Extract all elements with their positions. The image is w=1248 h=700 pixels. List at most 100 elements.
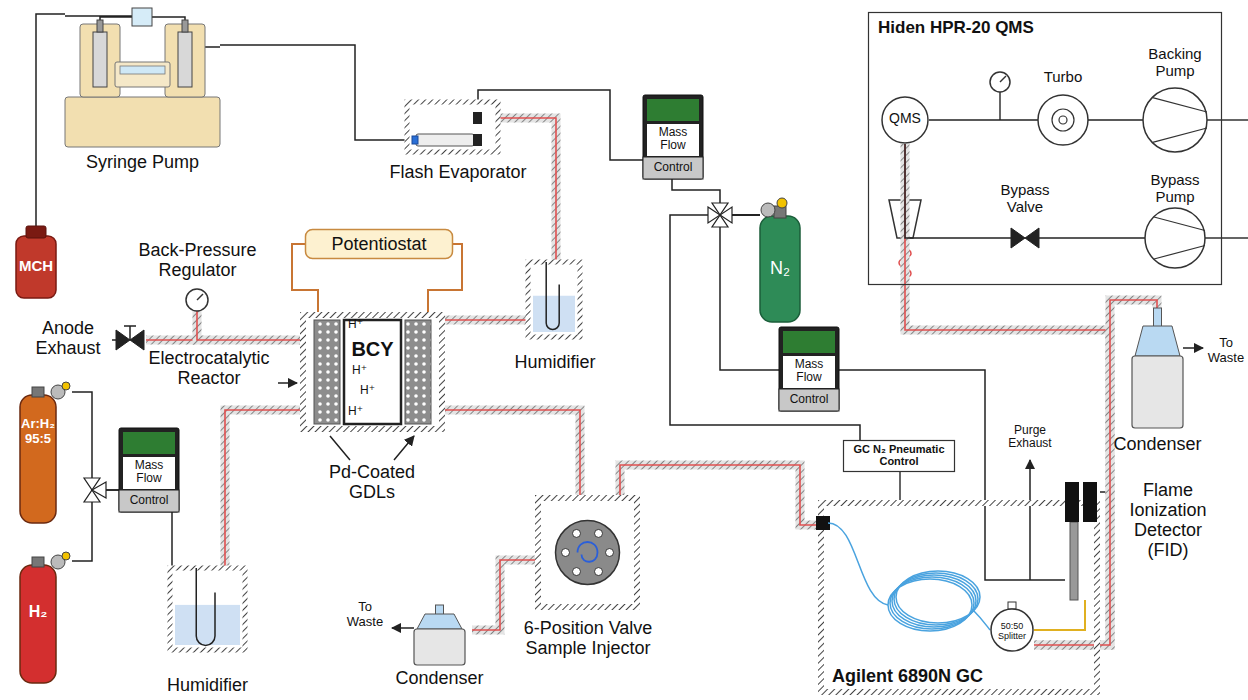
bottle-cap bbox=[26, 226, 46, 238]
pipe-connector bbox=[905, 144, 1110, 645]
node-label: Mass Flow bbox=[123, 459, 175, 486]
pipe-line bbox=[620, 465, 818, 525]
equipment-node: Condenser bbox=[392, 600, 487, 692]
pipe-line bbox=[445, 410, 580, 495]
pump-tower bbox=[165, 24, 205, 97]
node-label: Mass Flow bbox=[783, 358, 835, 385]
pipe-line bbox=[445, 316, 528, 325]
pump-tower bbox=[80, 24, 120, 97]
node-label: Potentiostat bbox=[305, 234, 453, 254]
evaporator-housing bbox=[407, 102, 498, 152]
pipe-line bbox=[905, 144, 1110, 645]
valve-housing bbox=[538, 498, 637, 607]
cylinder-neck bbox=[32, 387, 44, 397]
display bbox=[120, 66, 165, 74]
instrument-box bbox=[306, 230, 453, 259]
equipment-node: Humidifier bbox=[510, 260, 600, 378]
node-label: H₂ bbox=[20, 603, 56, 621]
regulator-knob bbox=[62, 382, 70, 390]
gas-diffusion-layer bbox=[314, 320, 340, 424]
pipe-line bbox=[905, 144, 1110, 645]
node-label: Backing Pump bbox=[1137, 46, 1213, 80]
pipe-line bbox=[72, 392, 119, 490]
pipe-connector bbox=[172, 512, 173, 568]
callout-label: H⁺ bbox=[348, 405, 368, 418]
gc-column bbox=[828, 523, 888, 605]
water bbox=[175, 605, 240, 645]
callout-label: Purge Exhaust bbox=[995, 424, 1065, 451]
pump-base bbox=[65, 97, 220, 147]
splitter bbox=[991, 609, 1033, 651]
pipe-line bbox=[220, 45, 405, 140]
instrument-housing bbox=[869, 13, 1222, 285]
vacuum-pump bbox=[1145, 208, 1205, 268]
node-label: Flash Evaporator bbox=[372, 162, 544, 182]
pipe-connector bbox=[36, 14, 65, 226]
callout-label: To Waste bbox=[343, 600, 387, 629]
pipe-line bbox=[670, 215, 860, 440]
controller-panel bbox=[647, 124, 699, 156]
valve-handle bbox=[124, 326, 136, 340]
pipe-connector bbox=[220, 45, 405, 140]
valve-port bbox=[606, 549, 614, 557]
node-shape bbox=[14, 383, 76, 525]
gauge-stem bbox=[999, 92, 1001, 120]
controller-bar bbox=[643, 157, 703, 179]
controller-screen bbox=[783, 331, 835, 353]
equipment-node: Mass FlowControl bbox=[119, 428, 179, 512]
node-label: Bypass Valve bbox=[985, 182, 1065, 216]
equipment-node: Mass FlowControl bbox=[643, 95, 703, 179]
detector-column bbox=[1070, 522, 1078, 600]
pipe-line bbox=[620, 465, 818, 525]
pipe-line bbox=[225, 410, 300, 568]
humidifier-housing bbox=[528, 262, 580, 337]
regulator-knob bbox=[62, 552, 70, 560]
waste-arrow bbox=[392, 627, 414, 629]
pipe-connector bbox=[839, 370, 1065, 580]
valve-block bbox=[132, 8, 152, 26]
node-label: 50:50 Splitter bbox=[994, 621, 1030, 641]
controller-body bbox=[779, 327, 839, 411]
controller-panel bbox=[783, 356, 835, 388]
equipment-node: Flame Ionization Detector (FID) bbox=[1060, 478, 1220, 603]
pipe-connector bbox=[929, 120, 1038, 121]
controller-body bbox=[643, 95, 703, 179]
node-label: N₂ bbox=[760, 258, 800, 278]
node-label: Bypass Pump bbox=[1137, 172, 1213, 206]
equipment-node: H₂ bbox=[14, 553, 76, 685]
reactor-housing bbox=[303, 315, 442, 429]
equipment-node: Agilent 6890N GC50:50 Splitter bbox=[818, 500, 1100, 695]
equipment-node: Backing Pump bbox=[1130, 24, 1220, 166]
valve-port bbox=[573, 529, 581, 537]
pipe-line bbox=[839, 370, 1065, 580]
exhaust-stub bbox=[112, 339, 116, 341]
controller-screen bbox=[123, 432, 175, 454]
equipment-node: Potentiostat bbox=[305, 229, 453, 259]
anode-pipe bbox=[146, 336, 197, 345]
pipe-connector bbox=[225, 410, 300, 568]
node-label: Syringe Pump bbox=[60, 152, 225, 172]
equipment-node: QMS bbox=[881, 96, 929, 144]
pipe-line bbox=[225, 410, 300, 568]
pipe-connector bbox=[1039, 238, 1145, 239]
pipe-line bbox=[500, 118, 556, 262]
condenser-nozzle bbox=[1154, 308, 1162, 327]
condenser-body bbox=[414, 629, 465, 665]
pipe-connector bbox=[445, 320, 528, 321]
node-shape bbox=[1060, 478, 1220, 603]
controller-bar bbox=[119, 490, 179, 512]
node-label: Control bbox=[119, 494, 179, 507]
node-label: Humidifier bbox=[510, 352, 600, 372]
equipment-node: Back-Pressure Regulator bbox=[135, 240, 260, 315]
equipment-node: Ar:H₂ 95:5 bbox=[14, 383, 76, 525]
three-way-valve bbox=[92, 482, 106, 498]
controller-screen bbox=[647, 99, 699, 121]
equipment-node: Hiden HPR-20 QMSQMSTurboBacking PumpBypa… bbox=[868, 12, 1222, 285]
condenser-lid bbox=[417, 614, 462, 629]
node-label: Control bbox=[779, 393, 839, 406]
gc-oven bbox=[821, 503, 1097, 692]
leader-arrow bbox=[330, 436, 414, 460]
valve-port bbox=[595, 568, 603, 576]
pipe-connector bbox=[670, 215, 860, 440]
equipment-node: Syringe Pump bbox=[60, 2, 225, 176]
